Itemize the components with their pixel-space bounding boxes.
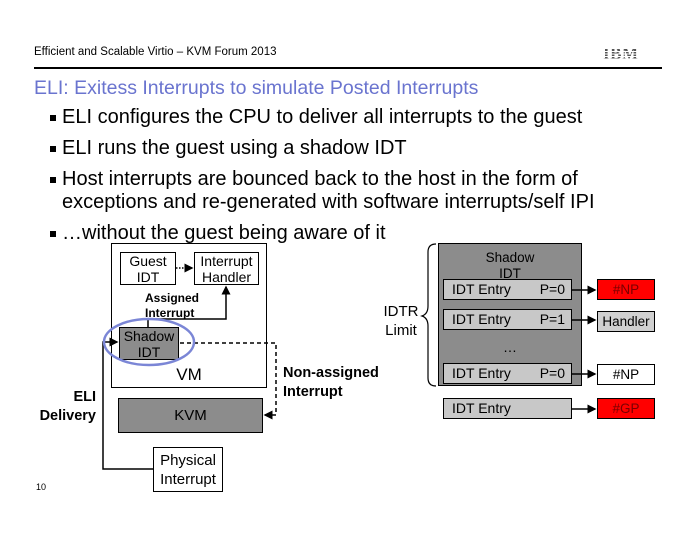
shadow-idt-box: Shadow IDT <box>119 327 179 360</box>
gp-exception-target: #GP <box>597 398 655 419</box>
eli-delivery-path <box>102 337 153 470</box>
bullet-square-icon <box>50 115 56 121</box>
ellipsis-label: … <box>503 339 517 355</box>
bullet-list: ELI configures the CPU to deliver all in… <box>42 106 682 253</box>
idt-entry-row-outside-limit: IDT Entry <box>443 398 572 419</box>
presentation-header: Efficient and Scalable Virtio – KVM Foru… <box>34 46 277 58</box>
physical-interrupt-box: Physical Interrupt <box>153 447 223 492</box>
bullet-square-icon <box>50 177 56 183</box>
handler-target: Handler <box>597 311 655 332</box>
slide-title: ELI: Exitess Interrupts to simulate Post… <box>34 77 479 99</box>
guest-idt-box: Guest IDT <box>120 252 176 285</box>
np-exception-target: #NP <box>597 279 655 300</box>
vm-box: VM <box>111 243 267 388</box>
header-divider <box>34 67 662 69</box>
idt-entry-row: IDT Entry P=0 <box>443 363 572 384</box>
bullet-item: ELI runs the guest using a shadow IDT <box>42 137 682 160</box>
idtr-limit-label: IDTR Limit <box>383 303 419 339</box>
non-assigned-interrupt-label: Non-assigned Interrupt <box>283 365 379 400</box>
vm-label: VM <box>176 365 202 384</box>
assigned-interrupt-label: Assigned Interrupt <box>145 291 200 320</box>
non-assigned-interrupt-path <box>180 342 277 420</box>
bullet-item: ELI configures the CPU to deliver all in… <box>42 106 682 129</box>
bullet-item: Host interrupts are bounced back to the … <box>42 168 662 214</box>
bullet-square-icon <box>50 146 56 152</box>
bullet-square-icon <box>50 231 56 237</box>
idtr-limit-brace <box>420 243 437 387</box>
shadow-idt-highlight-ellipse <box>102 317 196 367</box>
np-exception-target: #NP <box>597 364 655 385</box>
idt-entry-row: IDT Entry P=0 <box>443 279 572 300</box>
kvm-box: KVM <box>118 398 263 433</box>
bullet-item: …without the guest being aware of it <box>42 222 682 245</box>
page-number: 10 <box>36 482 47 492</box>
interrupt-handler-box: Interrupt Handler <box>194 252 259 285</box>
idt-entry-row: IDT Entry P=1 <box>443 309 572 330</box>
assigned-interrupt-arrow <box>147 285 231 327</box>
ibm-logo: IBM <box>603 44 639 63</box>
eli-delivery-label: ELI Delivery <box>39 389 96 424</box>
